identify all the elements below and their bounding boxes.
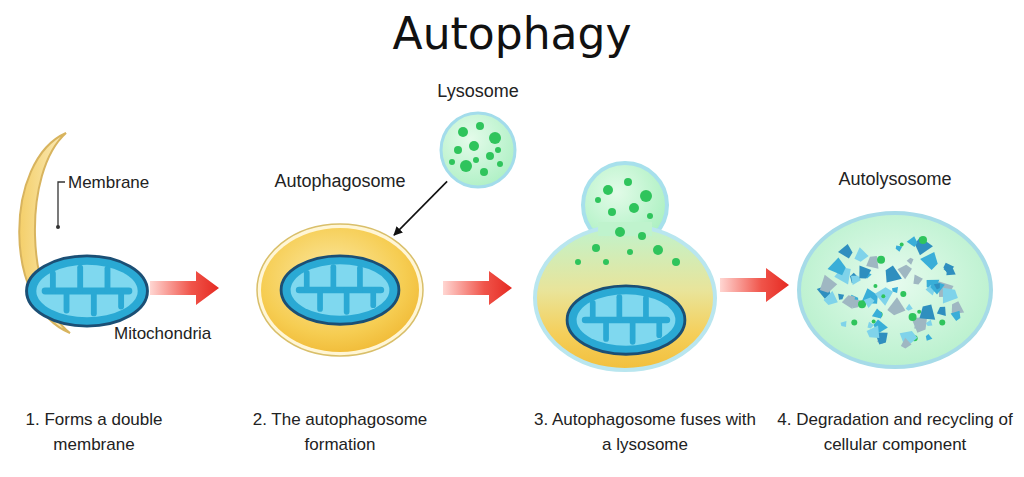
- degraded-fragment: [892, 287, 898, 293]
- stage-arrow: [720, 268, 789, 302]
- lysosome-node: Lysosome: [438, 110, 518, 190]
- lysosome-body: [441, 113, 515, 187]
- autophagosome-shape: [255, 222, 425, 358]
- degraded-fragment: [912, 275, 924, 287]
- enzyme-granule: [872, 319, 876, 323]
- outer-membrane: [257, 224, 423, 356]
- degraded-fragment: [863, 295, 876, 308]
- enzyme-granule: [458, 127, 468, 137]
- degraded-fragment: [941, 286, 959, 304]
- fusing-vesicle: [535, 163, 715, 370]
- autolysosome-shape: [796, 210, 994, 370]
- enzyme-granule: [939, 320, 945, 326]
- title: Autophagy: [0, 8, 1024, 59]
- enzyme-granule: [497, 161, 503, 167]
- degraded-fragment: [920, 250, 942, 272]
- node-heading: Autolysosome: [838, 169, 951, 190]
- autophagosome-node: Autophagosome: [255, 222, 425, 358]
- enzyme-granule: [877, 256, 885, 264]
- step-caption: 2. The autophagosome formation: [240, 408, 440, 457]
- degraded-fragment: [852, 247, 869, 264]
- enzyme-granule: [460, 160, 472, 172]
- node-heading: Lysosome: [437, 81, 518, 102]
- enzyme-granule: [486, 152, 494, 160]
- enzyme-granule: [917, 310, 921, 314]
- enzyme-granule: [480, 168, 488, 176]
- degraded-fragment: [822, 291, 839, 308]
- degraded-fragment: [872, 308, 884, 320]
- autolysosome-node: Autolysosome: [796, 210, 994, 370]
- degraded-fragment: [840, 321, 846, 327]
- degraded-fragment: [907, 235, 920, 248]
- degraded-fragment: [817, 275, 838, 296]
- enzyme-granule: [881, 294, 885, 298]
- autophagosome-body: [261, 228, 419, 352]
- leader-line: [58, 182, 65, 226]
- node-heading: Autophagosome: [274, 171, 405, 192]
- enzyme-granule: [449, 159, 455, 165]
- degraded-fragment: [925, 320, 933, 328]
- step-caption: 3. Autophagosome fuses with a lysosome: [528, 408, 762, 457]
- enzyme-granule: [919, 236, 927, 244]
- degraded-fragment: [857, 266, 872, 281]
- degraded-fragment: [919, 304, 935, 320]
- degraded-fragment: [914, 323, 921, 330]
- autolysosome-body: [799, 213, 991, 367]
- mitochondrion: [281, 256, 399, 324]
- enzyme-granule: [495, 147, 501, 153]
- enzyme-granule: [900, 242, 904, 246]
- enzyme-granule: [909, 313, 917, 321]
- degraded-fragment: [951, 310, 963, 322]
- degraded-fragment: [873, 284, 895, 306]
- degraded-fragment: [866, 326, 881, 341]
- lysosome-shape: [438, 110, 518, 190]
- enzyme-granule: [900, 291, 906, 297]
- degraded-fragment: [885, 297, 907, 319]
- degraded-fragment: [866, 255, 879, 268]
- degraded-fragment: [896, 262, 914, 280]
- enzyme-granule: [469, 141, 479, 151]
- degraded-fragment: [838, 243, 856, 261]
- degraded-fragment: [945, 265, 956, 276]
- enzyme-granule: [873, 284, 877, 288]
- part-label: Mitochondria: [114, 322, 211, 347]
- stage-arrow: [443, 271, 512, 305]
- degraded-fragment: [838, 294, 844, 300]
- enzyme-granule: [454, 146, 462, 154]
- degraded-fragment: [828, 256, 850, 278]
- degraded-fragment: [899, 338, 912, 351]
- leader-dot: [56, 225, 60, 229]
- enzyme-granule: [489, 132, 501, 144]
- stage-arrow: [150, 271, 219, 305]
- part-label: Membrane: [68, 171, 149, 196]
- degraded-fragment: [934, 282, 942, 290]
- enzyme-granule: [851, 320, 857, 326]
- enzyme-granule: [473, 157, 479, 163]
- degraded-fragment: [905, 304, 913, 312]
- degraded-fragment: [928, 278, 945, 295]
- degraded-fragment: [881, 264, 901, 284]
- degraded-fragment: [937, 306, 947, 316]
- enzyme-granule: [476, 122, 484, 130]
- degraded-fragment: [924, 333, 932, 341]
- step-caption: 4. Degradation and recycling of cellular…: [772, 408, 1018, 457]
- degraded-fragment: [906, 256, 914, 264]
- step-caption: 1. Forms a double membrane: [6, 408, 182, 457]
- mitochondrion: [27, 256, 148, 326]
